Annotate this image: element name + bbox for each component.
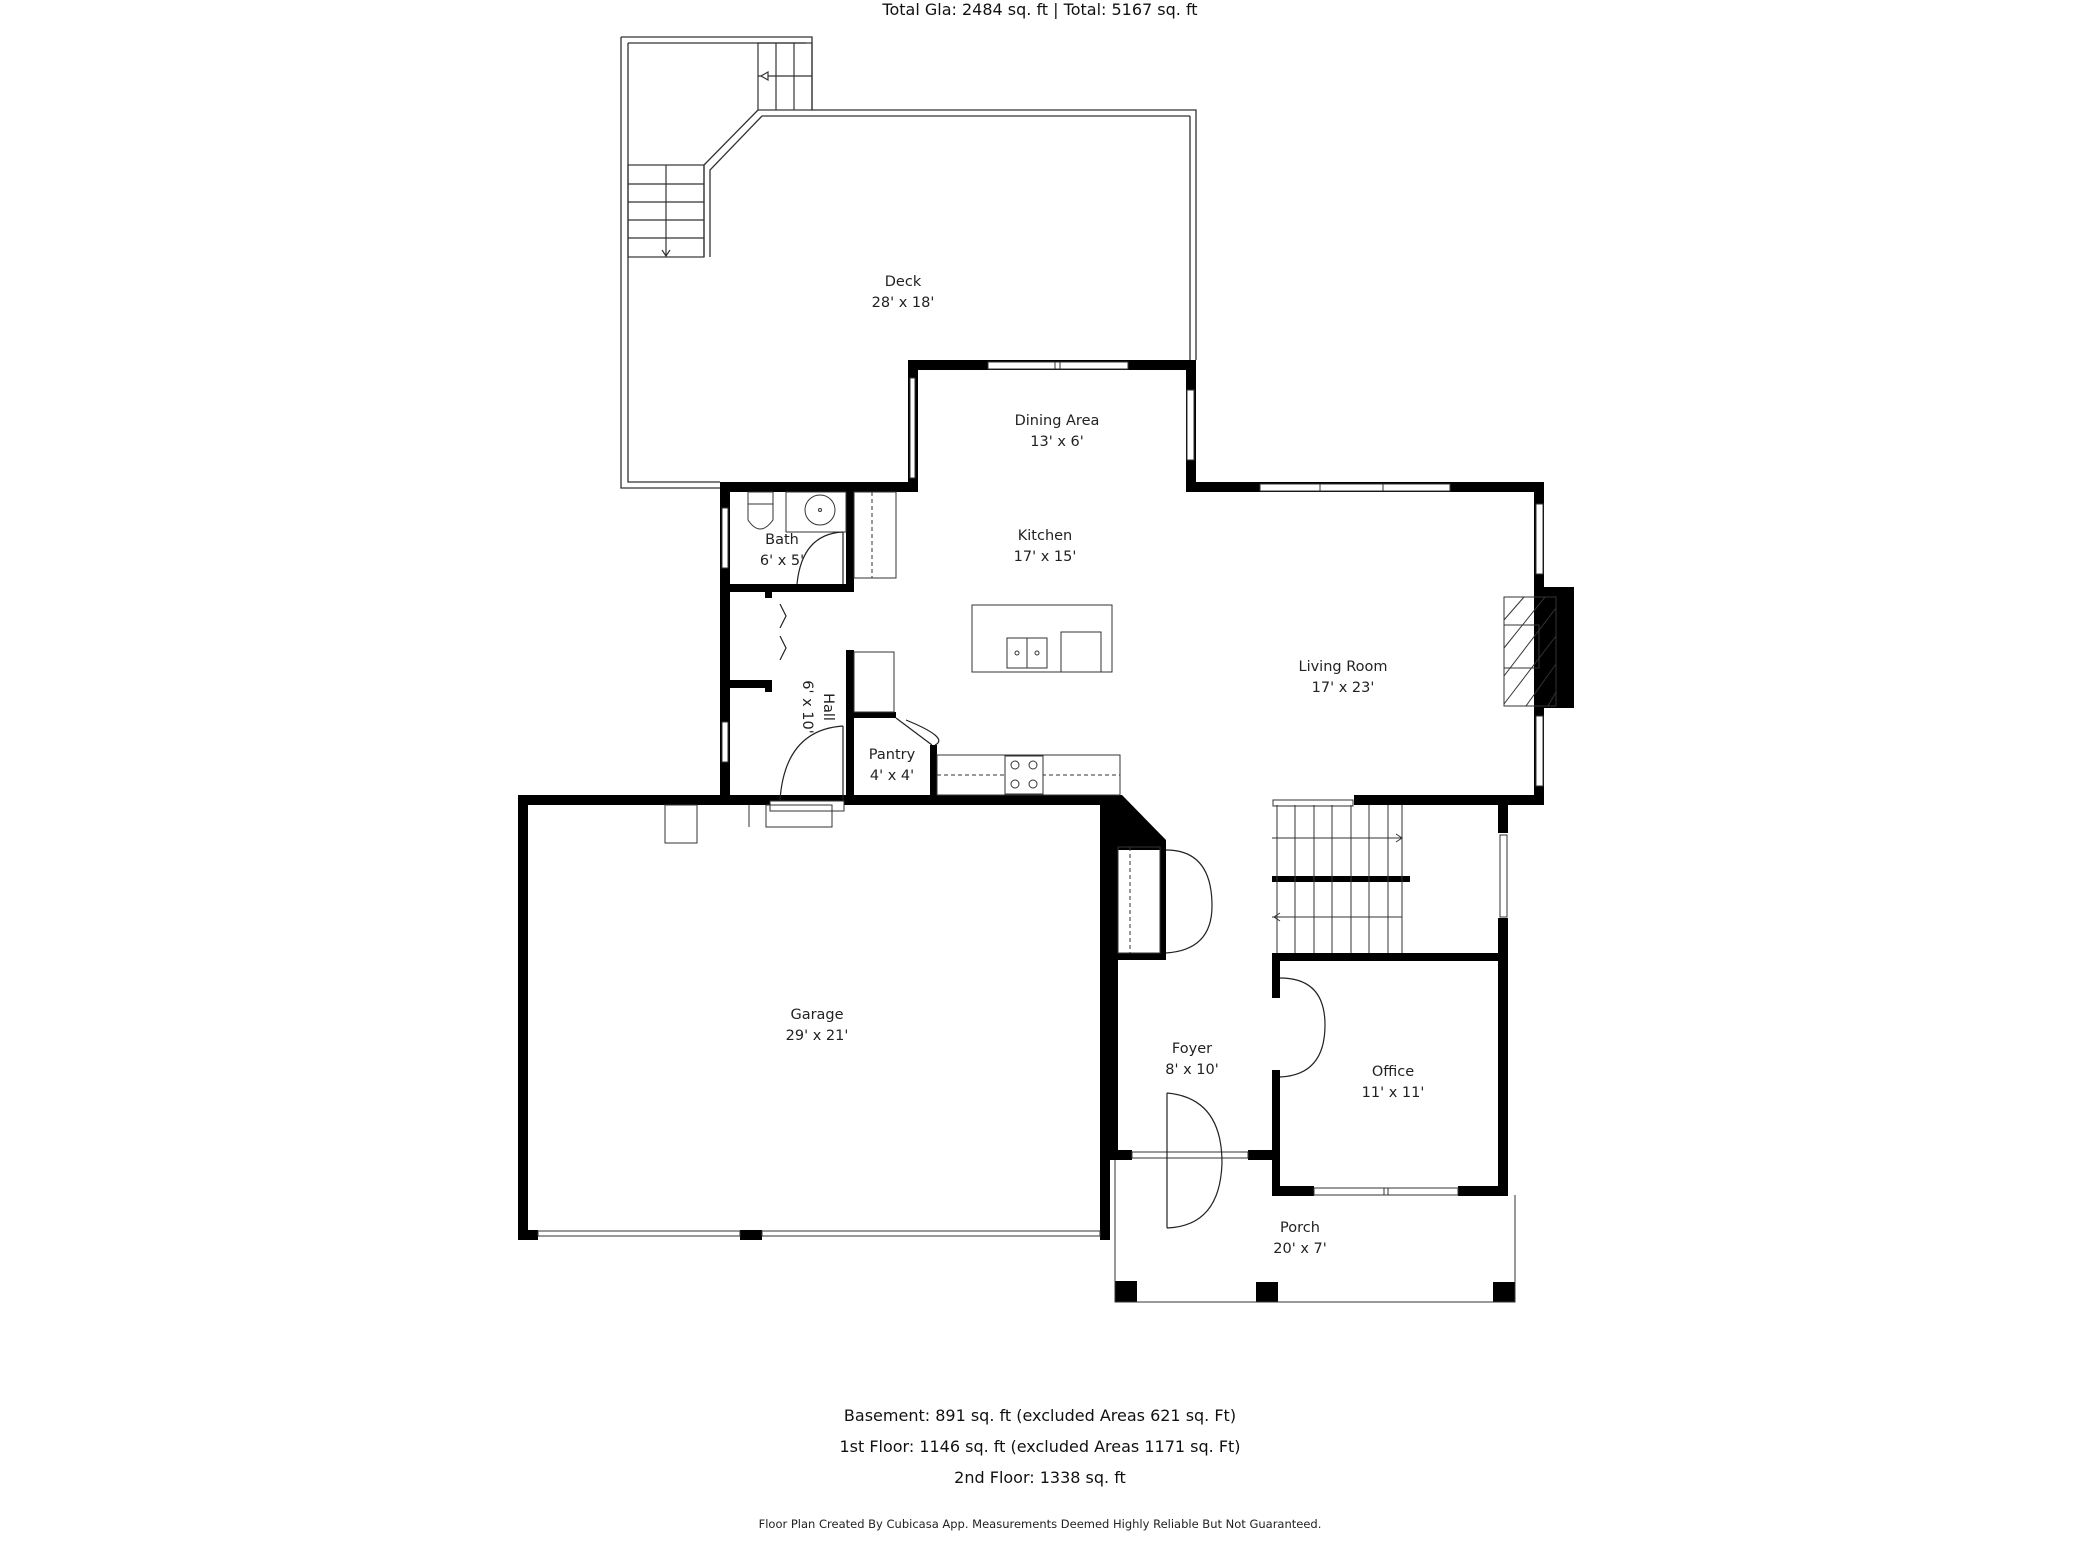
room-name: Deck <box>884 274 922 290</box>
room-dims: 13' x 6' <box>1030 434 1084 450</box>
room-garage: Garage 29' x 21' <box>786 1005 849 1047</box>
room-living-room: Living Room 17' x 23' <box>1298 657 1387 699</box>
room-name: Porch <box>1280 1220 1320 1236</box>
room-pantry: Pantry 4' x 4' <box>869 745 915 787</box>
room-office: Office 11' x 11' <box>1362 1062 1425 1104</box>
room-bath: Bath 6' x 5' <box>760 530 804 572</box>
room-name: Pantry <box>868 747 916 763</box>
room-foyer: Foyer 8' x 10' <box>1165 1039 1218 1081</box>
room-name: Dining Area <box>1014 413 1100 429</box>
room-name: Office <box>1371 1064 1415 1080</box>
deck-stairs <box>627 42 813 258</box>
doors <box>779 531 1326 1229</box>
room-dims: 8' x 10' <box>1165 1062 1219 1078</box>
room-dims: 29' x 21' <box>785 1028 849 1044</box>
room-dims: 6' x 5' <box>759 553 805 569</box>
stairs-interior <box>1272 805 1403 953</box>
room-name: Bath <box>765 532 799 548</box>
room-deck: Deck 28' x 18' <box>872 272 935 314</box>
basement-area: Basement: 891 sq. ft (excluded Areas 621… <box>843 1406 1237 1425</box>
first-floor-area: 1st Floor: 1146 sq. ft (excluded Areas 1… <box>839 1437 1241 1456</box>
room-name: Kitchen <box>1017 528 1073 544</box>
room-porch: Porch 20' x 7' <box>1273 1218 1326 1260</box>
room-dining-area: Dining Area 13' x 6' <box>1015 411 1100 453</box>
room-dims: 20' x 7' <box>1273 1241 1327 1257</box>
room-dims: 28' x 18' <box>871 295 935 311</box>
fixtures <box>664 491 1557 1303</box>
room-dims: 6' x 10' <box>799 680 815 734</box>
room-name: Hall <box>820 693 836 721</box>
second-floor-area: 2nd Floor: 1338 sq. ft <box>954 1468 1126 1487</box>
room-name: Living Room <box>1298 659 1388 675</box>
room-name: Garage <box>790 1007 844 1023</box>
room-dims: 4' x 4' <box>869 768 915 784</box>
disclaimer: Floor Plan Created By Cubicasa App. Meas… <box>758 1517 1322 1531</box>
room-hall: Hall 6' x 10' <box>796 680 838 733</box>
area-totals: Total Gla: 2484 sq. ft | Total: 5167 sq.… <box>882 0 1198 19</box>
room-dims: 17' x 23' <box>1311 680 1375 696</box>
room-dims: 17' x 15' <box>1013 549 1077 565</box>
walls <box>518 360 1574 1302</box>
room-kitchen: Kitchen 17' x 15' <box>1014 526 1077 568</box>
room-name: Foyer <box>1171 1041 1213 1057</box>
windows <box>537 361 1544 1237</box>
room-dims: 11' x 11' <box>1361 1085 1425 1101</box>
